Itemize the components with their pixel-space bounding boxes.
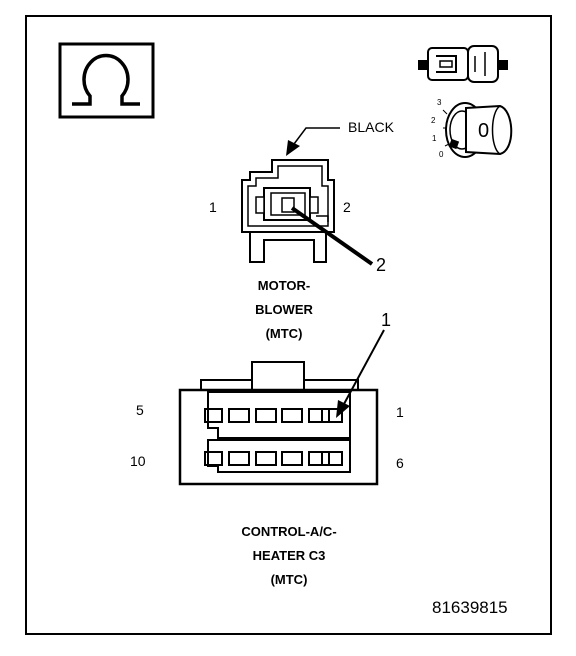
diagram-border — [25, 15, 552, 635]
omega-symbol-icon — [58, 42, 155, 119]
ignition-position-1: 1 — [432, 134, 437, 143]
callout-1-number: 1 — [381, 310, 392, 330]
ignition-key-mark: 0 — [478, 120, 490, 142]
control-caption: CONTROL-A/C- HEATER C3 (MTC) — [219, 520, 359, 592]
cavity-row-bottom — [204, 451, 343, 466]
control-caption-line-2: HEATER C3 — [252, 548, 326, 563]
blower-pin-2-label: 2 — [343, 199, 351, 215]
control-pin-5-label: 5 — [136, 402, 144, 418]
black-wire-leader — [286, 127, 340, 156]
figure-number: 81639815 — [432, 598, 508, 617]
control-pin-6-label: 6 — [396, 455, 404, 471]
control-caption-line-3: (MTC) — [270, 572, 308, 587]
blower-pin-1-label: 1 — [209, 199, 217, 215]
blower-caption: MOTOR- BLOWER (MTC) — [214, 274, 354, 346]
callout-1-leader — [336, 329, 385, 418]
ignition-position-0: 0 — [439, 150, 444, 159]
connector-plug-icon — [418, 45, 508, 83]
cavity-row-top — [204, 408, 343, 423]
blower-caption-line-1: MOTOR- — [257, 278, 311, 293]
blower-connector — [241, 159, 335, 263]
black-wire-label: BLACK — [348, 119, 394, 135]
blower-caption-line-3: (MTC) — [265, 326, 303, 341]
control-caption-line-1: CONTROL-A/C- — [241, 524, 337, 539]
ignition-position-2: 2 — [431, 116, 436, 125]
blower-caption-line-2: BLOWER — [255, 302, 313, 317]
ignition-key-icon — [442, 102, 513, 158]
control-pin-10-label: 10 — [130, 453, 146, 469]
callout-2-leader — [290, 206, 374, 266]
callout-2-number: 2 — [376, 255, 387, 275]
ignition-position-3: 3 — [437, 98, 442, 107]
control-pin-1-label: 1 — [396, 404, 404, 420]
control-connector — [178, 361, 379, 486]
